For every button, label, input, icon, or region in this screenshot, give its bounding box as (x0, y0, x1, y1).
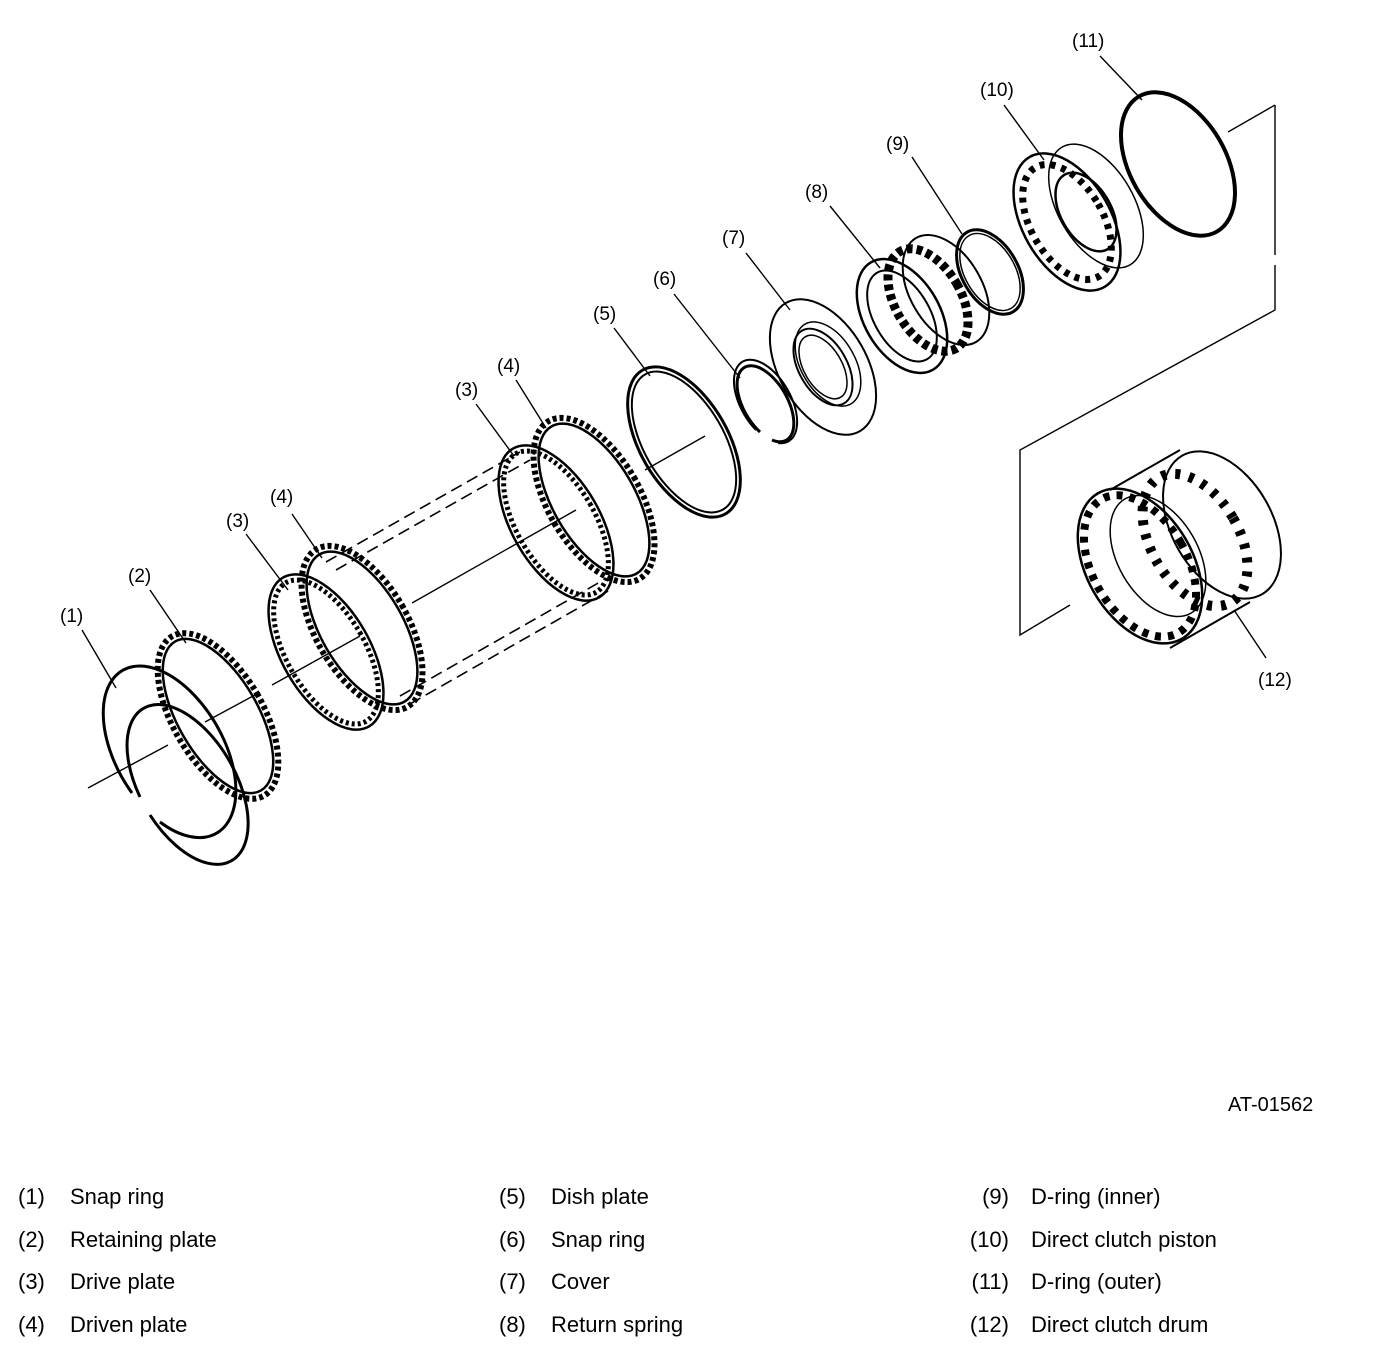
legend-item: (12) Direct clutch drum (970, 1304, 1217, 1347)
legend-item: (1) Snap ring (18, 1176, 217, 1219)
legend-label: Return spring (551, 1311, 684, 1337)
legend-number: (12) (969, 1311, 1009, 1337)
legend-item: (9) D-ring (inner) (982, 1176, 1217, 1219)
legend-label: Driven plate (70, 1311, 188, 1337)
exploded-view-diagram: (1) (2) (3) (4) (3) (4) (5) (6) (7) (8) … (60, 31, 1292, 866)
callout-labels: (1) (2) (3) (4) (3) (4) (5) (6) (7) (8) … (60, 31, 1292, 691)
direct-clutch-drum (1076, 449, 1282, 649)
legend-label: D-ring (outer) (1031, 1269, 1162, 1294)
callout-12: (12) (1258, 670, 1292, 691)
legend-number: (8) (499, 1311, 526, 1337)
legend-number: (11) (971, 1269, 1010, 1294)
legend-label: Dish plate (551, 1184, 649, 1209)
legend-label: Snap ring (70, 1184, 165, 1209)
parts-legend: (1) Snap ring (2) Retaining plate (3) Drive… (0, 1176, 1376, 1356)
legend-number: (7) (499, 1269, 526, 1294)
driven-plate-rear (530, 414, 658, 586)
legend-label: Retaining plate (70, 1226, 217, 1252)
legend-number: (1) (18, 1184, 45, 1209)
legend-column-2: (5) Dish plate (6) Snap ring (7) Cover (8) R… (499, 1176, 684, 1347)
callout-8: (8) (805, 182, 828, 203)
callout-10: (10) (980, 80, 1014, 101)
center-axis (87, 104, 1276, 789)
callout-5: (5) (593, 304, 616, 325)
legend-number: (10) (969, 1226, 1009, 1252)
legend-item: (7) Cover (499, 1261, 683, 1304)
legend-item: (2) Retaining plate (18, 1219, 217, 1262)
callout-7: (7) (722, 228, 745, 249)
legend-item: (11) D-ring (outer) (972, 1261, 1217, 1304)
callout-9: (9) (886, 134, 909, 155)
legend-number: (3) (18, 1269, 45, 1294)
legend-item: (10) Direct clutch piston (970, 1219, 1217, 1262)
callout-3: (3) (226, 511, 249, 532)
legend-label: Direct clutch piston (1031, 1226, 1217, 1252)
dish-plate (626, 365, 742, 519)
drive-plate-rear (497, 444, 615, 602)
d-ring-outer (1119, 90, 1237, 238)
legend-column-1: (1) Snap ring (2) Retaining plate (3) Drive… (18, 1176, 217, 1347)
legend-label: Direct clutch drum (1031, 1311, 1209, 1337)
callout-1: (1) (60, 606, 83, 627)
callout-4: (4) (270, 487, 293, 508)
callout-3b: (3) (455, 380, 478, 401)
snap-ring-6 (733, 358, 799, 445)
snap-ring-1 (101, 664, 250, 866)
legend-number: (6) (499, 1226, 526, 1252)
legend-item: (6) Snap ring (499, 1219, 683, 1262)
legend-number: (2) (18, 1226, 45, 1252)
leader-lines (81, 55, 1267, 689)
legend-label: Cover (551, 1269, 610, 1294)
return-spring (855, 234, 991, 375)
d-ring-inner (955, 228, 1025, 316)
cover (768, 298, 878, 436)
legend-label: Drive plate (70, 1269, 176, 1294)
legend-label: D-ring (inner) (1031, 1184, 1161, 1209)
callout-4b: (4) (497, 356, 520, 377)
dashed-guide-lines (325, 451, 611, 705)
legend-item: (5) Dish plate (499, 1176, 683, 1219)
retaining-plate (154, 630, 282, 802)
legend-column-3: (9) D-ring (inner) (10) Direct clutch pist… (970, 1176, 1217, 1347)
callout-11: (11) (1072, 31, 1104, 52)
legend-label: Snap ring (551, 1226, 646, 1252)
direct-clutch-piston (1012, 143, 1145, 292)
legend-item: (3) Drive plate (18, 1261, 217, 1304)
legend-number: (4) (18, 1311, 45, 1337)
callout-6: (6) (653, 269, 676, 290)
figure-id: AT-01562 (1228, 1094, 1314, 1116)
callout-2: (2) (128, 566, 151, 587)
legend-number: (5) (499, 1184, 526, 1209)
drive-plate-front (267, 573, 385, 731)
legend-item: (8) Return spring (499, 1304, 684, 1347)
legend-number: (9) (982, 1184, 1009, 1209)
legend-item: (4) Driven plate (18, 1304, 217, 1347)
